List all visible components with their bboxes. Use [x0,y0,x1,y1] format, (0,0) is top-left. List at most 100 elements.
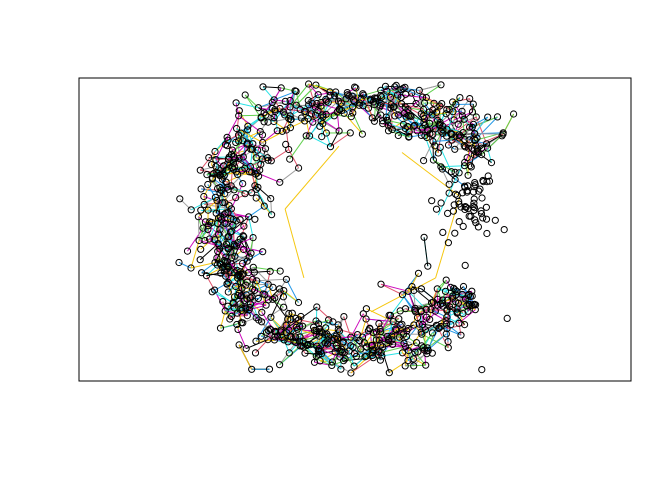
graph-node [262,301,270,309]
graph-node [347,113,355,121]
graph-node [428,299,436,307]
graph-edge [472,104,474,112]
graph-node [229,300,237,308]
graph-node [264,280,272,288]
graph-edge [198,216,219,235]
graph-node [465,136,473,144]
graph-node [240,233,248,241]
graph-node [211,193,219,201]
graph-node [348,92,356,100]
graph-node [509,110,518,118]
graph-node [407,113,415,121]
graph-node [428,197,436,205]
graph-edge [215,202,224,214]
graph-node [220,171,228,180]
graph-node [427,306,435,314]
graph-node [195,236,203,245]
graph-edge [422,84,442,98]
graph-node [361,353,369,361]
graph-node [296,333,304,341]
graph-node [239,180,247,188]
graph-node [381,82,390,90]
graph-node [282,321,290,329]
graph-edge [382,333,404,348]
graph-edge [433,159,456,180]
graph-node [389,318,397,326]
graph-edge [387,124,410,137]
graph-node [478,366,486,374]
graph-node [411,308,420,316]
graph-node [451,175,459,184]
graph-node [362,305,370,313]
graph-node [470,199,478,207]
graph-edge [487,147,492,163]
graph-node [431,125,439,133]
graph-node [218,263,226,271]
graph-node [401,362,409,370]
graph-node [235,154,243,163]
graph-node [355,101,363,109]
graph-node [419,320,427,328]
graph-edge [411,92,417,104]
graph-edge [254,283,269,291]
graph-node [225,202,233,210]
graph-node [466,123,474,131]
graph-node [278,127,286,135]
graph-node [437,81,445,89]
graph-node [435,324,443,333]
graph-node [409,355,418,363]
graph-edge [226,115,240,138]
graph-node [271,333,279,341]
graph-edge [235,102,259,109]
graph-node [232,282,240,291]
graph-node [336,353,344,361]
graph-node [369,329,377,337]
graph-node [307,341,315,349]
graph-node [332,88,340,96]
graph-node [404,287,412,295]
graph-node [324,98,332,106]
graph-node [228,164,236,172]
graph-node [422,305,430,313]
graph-node [252,170,260,178]
graph-node [234,274,242,282]
graph-edge [242,156,251,167]
graph-edge [330,132,351,148]
graph-edge [298,306,318,321]
graph-node [369,354,377,362]
graph-edge [380,283,409,292]
graph-node [470,204,479,212]
graph-node [445,180,453,188]
graph-node [421,326,429,334]
graph-edge [309,135,331,148]
graph-edge [325,132,331,147]
graph-node [386,311,395,319]
graph-node [368,114,376,122]
graph-node [212,209,220,217]
graph-node [205,154,213,162]
graph-node [437,199,445,207]
graph-node [392,81,400,90]
graph-node [382,113,390,121]
graph-node [215,230,223,238]
graph-node [487,159,496,167]
graph-edge [279,108,305,122]
graph-edge [405,302,432,310]
graph-edge [285,279,299,303]
graph-node [405,128,413,136]
graph-node [222,209,230,217]
graph-node [223,258,231,266]
graph-node [422,361,430,369]
graph-edge [273,87,282,101]
graph-node [360,339,368,347]
graph-node [459,282,468,291]
graph-node [466,95,474,103]
graph-node [458,112,466,120]
graph-edge [238,344,247,350]
graph-node [300,107,308,116]
graph-node [366,324,374,332]
graph-node [285,309,293,318]
graph-node [453,308,461,316]
graph-node [390,103,398,111]
graph-node [249,275,257,283]
